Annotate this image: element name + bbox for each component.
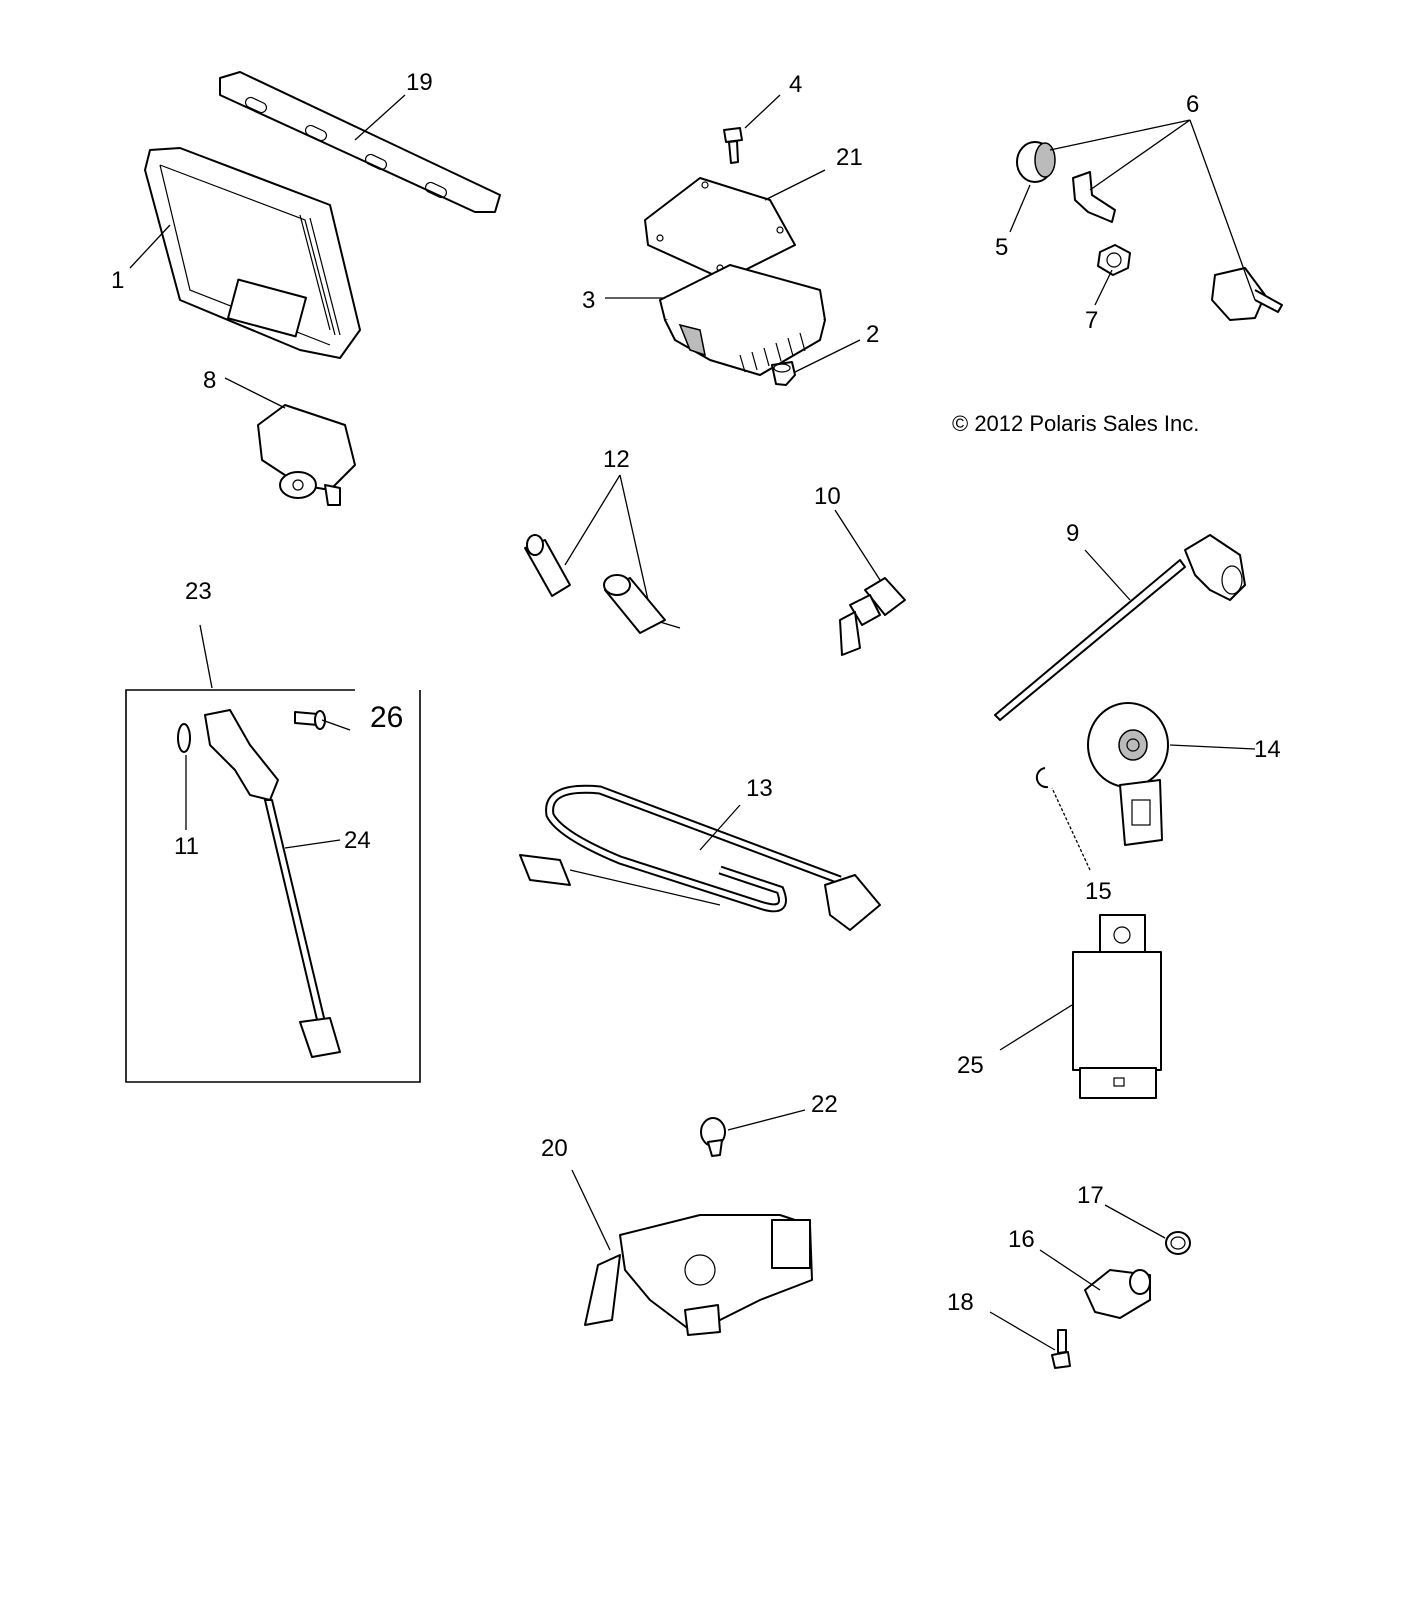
callout-25: 25 [957, 1052, 984, 1079]
part-11-oring[interactable] [177, 723, 191, 753]
callout-23: 23 [185, 578, 212, 605]
part-25-relay[interactable] [1072, 914, 1162, 1099]
part-5-plug[interactable] [1016, 141, 1056, 183]
part-10-temp-sensor[interactable] [839, 577, 906, 656]
leader-lines [129, 94, 1256, 1351]
part-1-ecu[interactable] [144, 147, 361, 359]
callout-labels: 19 4 6 21 1 3 5 7 2 8 © 2012 Polaris Sal… [111, 69, 1281, 1316]
callout-26: 26 [370, 701, 403, 734]
part-15-clip[interactable] [1035, 767, 1049, 789]
callout-20: 20 [541, 1135, 568, 1162]
callout-5: 5 [995, 234, 1008, 261]
callout-19: 19 [406, 69, 433, 96]
callout-18: 18 [947, 1289, 974, 1316]
callout-3: 3 [582, 287, 595, 314]
callout-24: 24 [344, 827, 371, 854]
callout-13: 13 [746, 775, 773, 802]
callout-22: 22 [811, 1091, 838, 1118]
callout-9: 9 [1066, 520, 1079, 547]
callout-16: 16 [1008, 1226, 1035, 1253]
kit-23-box [125, 689, 421, 1083]
callout-12: 12 [603, 446, 630, 473]
part-6-sensor[interactable] [1211, 267, 1283, 321]
part-21-gasket[interactable] [644, 177, 796, 281]
part-14-knock-sensor[interactable] [1087, 702, 1169, 846]
part-12-connectors[interactable] [524, 534, 681, 634]
callout-8: 8 [203, 367, 216, 394]
callout-14: 14 [1254, 736, 1281, 763]
callout-17: 17 [1077, 1182, 1104, 1209]
copyright-notice: © 2012 Polaris Sales Inc. [952, 411, 1199, 436]
part-3-module[interactable] [659, 264, 826, 376]
callout-21: 21 [836, 144, 863, 171]
part-22-screw[interactable] [700, 1117, 726, 1157]
callout-2: 2 [866, 321, 879, 348]
part-19-bracket[interactable] [219, 71, 501, 213]
callout-1: 1 [111, 267, 124, 294]
part-13-harness[interactable] [519, 784, 881, 931]
part-6-clip[interactable] [1072, 171, 1116, 223]
part-17-washer[interactable] [1165, 1231, 1191, 1255]
callout-11: 11 [174, 833, 199, 860]
part-16-sensor[interactable] [1084, 1269, 1151, 1319]
part-18-bolt[interactable] [1051, 1329, 1071, 1369]
part-7-nut[interactable] [1097, 244, 1131, 276]
part-8-map-sensor[interactable] [257, 404, 356, 506]
callout-10: 10 [814, 483, 841, 510]
part-24-sensor[interactable] [204, 709, 341, 1058]
part-4-screw[interactable] [723, 127, 743, 164]
callout-4: 4 [789, 71, 802, 98]
callout-7: 7 [1085, 307, 1098, 334]
part-2-grommet[interactable] [771, 361, 796, 386]
part-20-valve[interactable] [584, 1214, 813, 1336]
part-9-sensor-lead[interactable] [994, 534, 1246, 721]
callout-6: 6 [1186, 91, 1199, 118]
callout-15: 15 [1085, 878, 1112, 905]
part-26-screw[interactable] [294, 710, 326, 730]
